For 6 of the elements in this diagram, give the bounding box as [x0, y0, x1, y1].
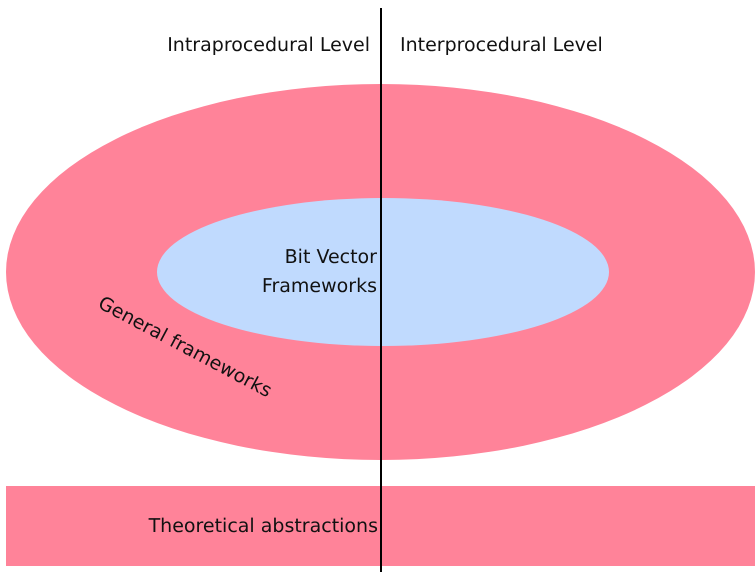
- outer-ellipse: [6, 84, 755, 460]
- column-heading: Interprocedural Level: [400, 33, 603, 58]
- node-label: Theoretical abstractions: [148, 514, 378, 539]
- node-label: Bit Vector Frameworks: [260, 245, 377, 299]
- column-heading: Intraprocedural Level: [167, 33, 370, 58]
- bar: [6, 486, 755, 566]
